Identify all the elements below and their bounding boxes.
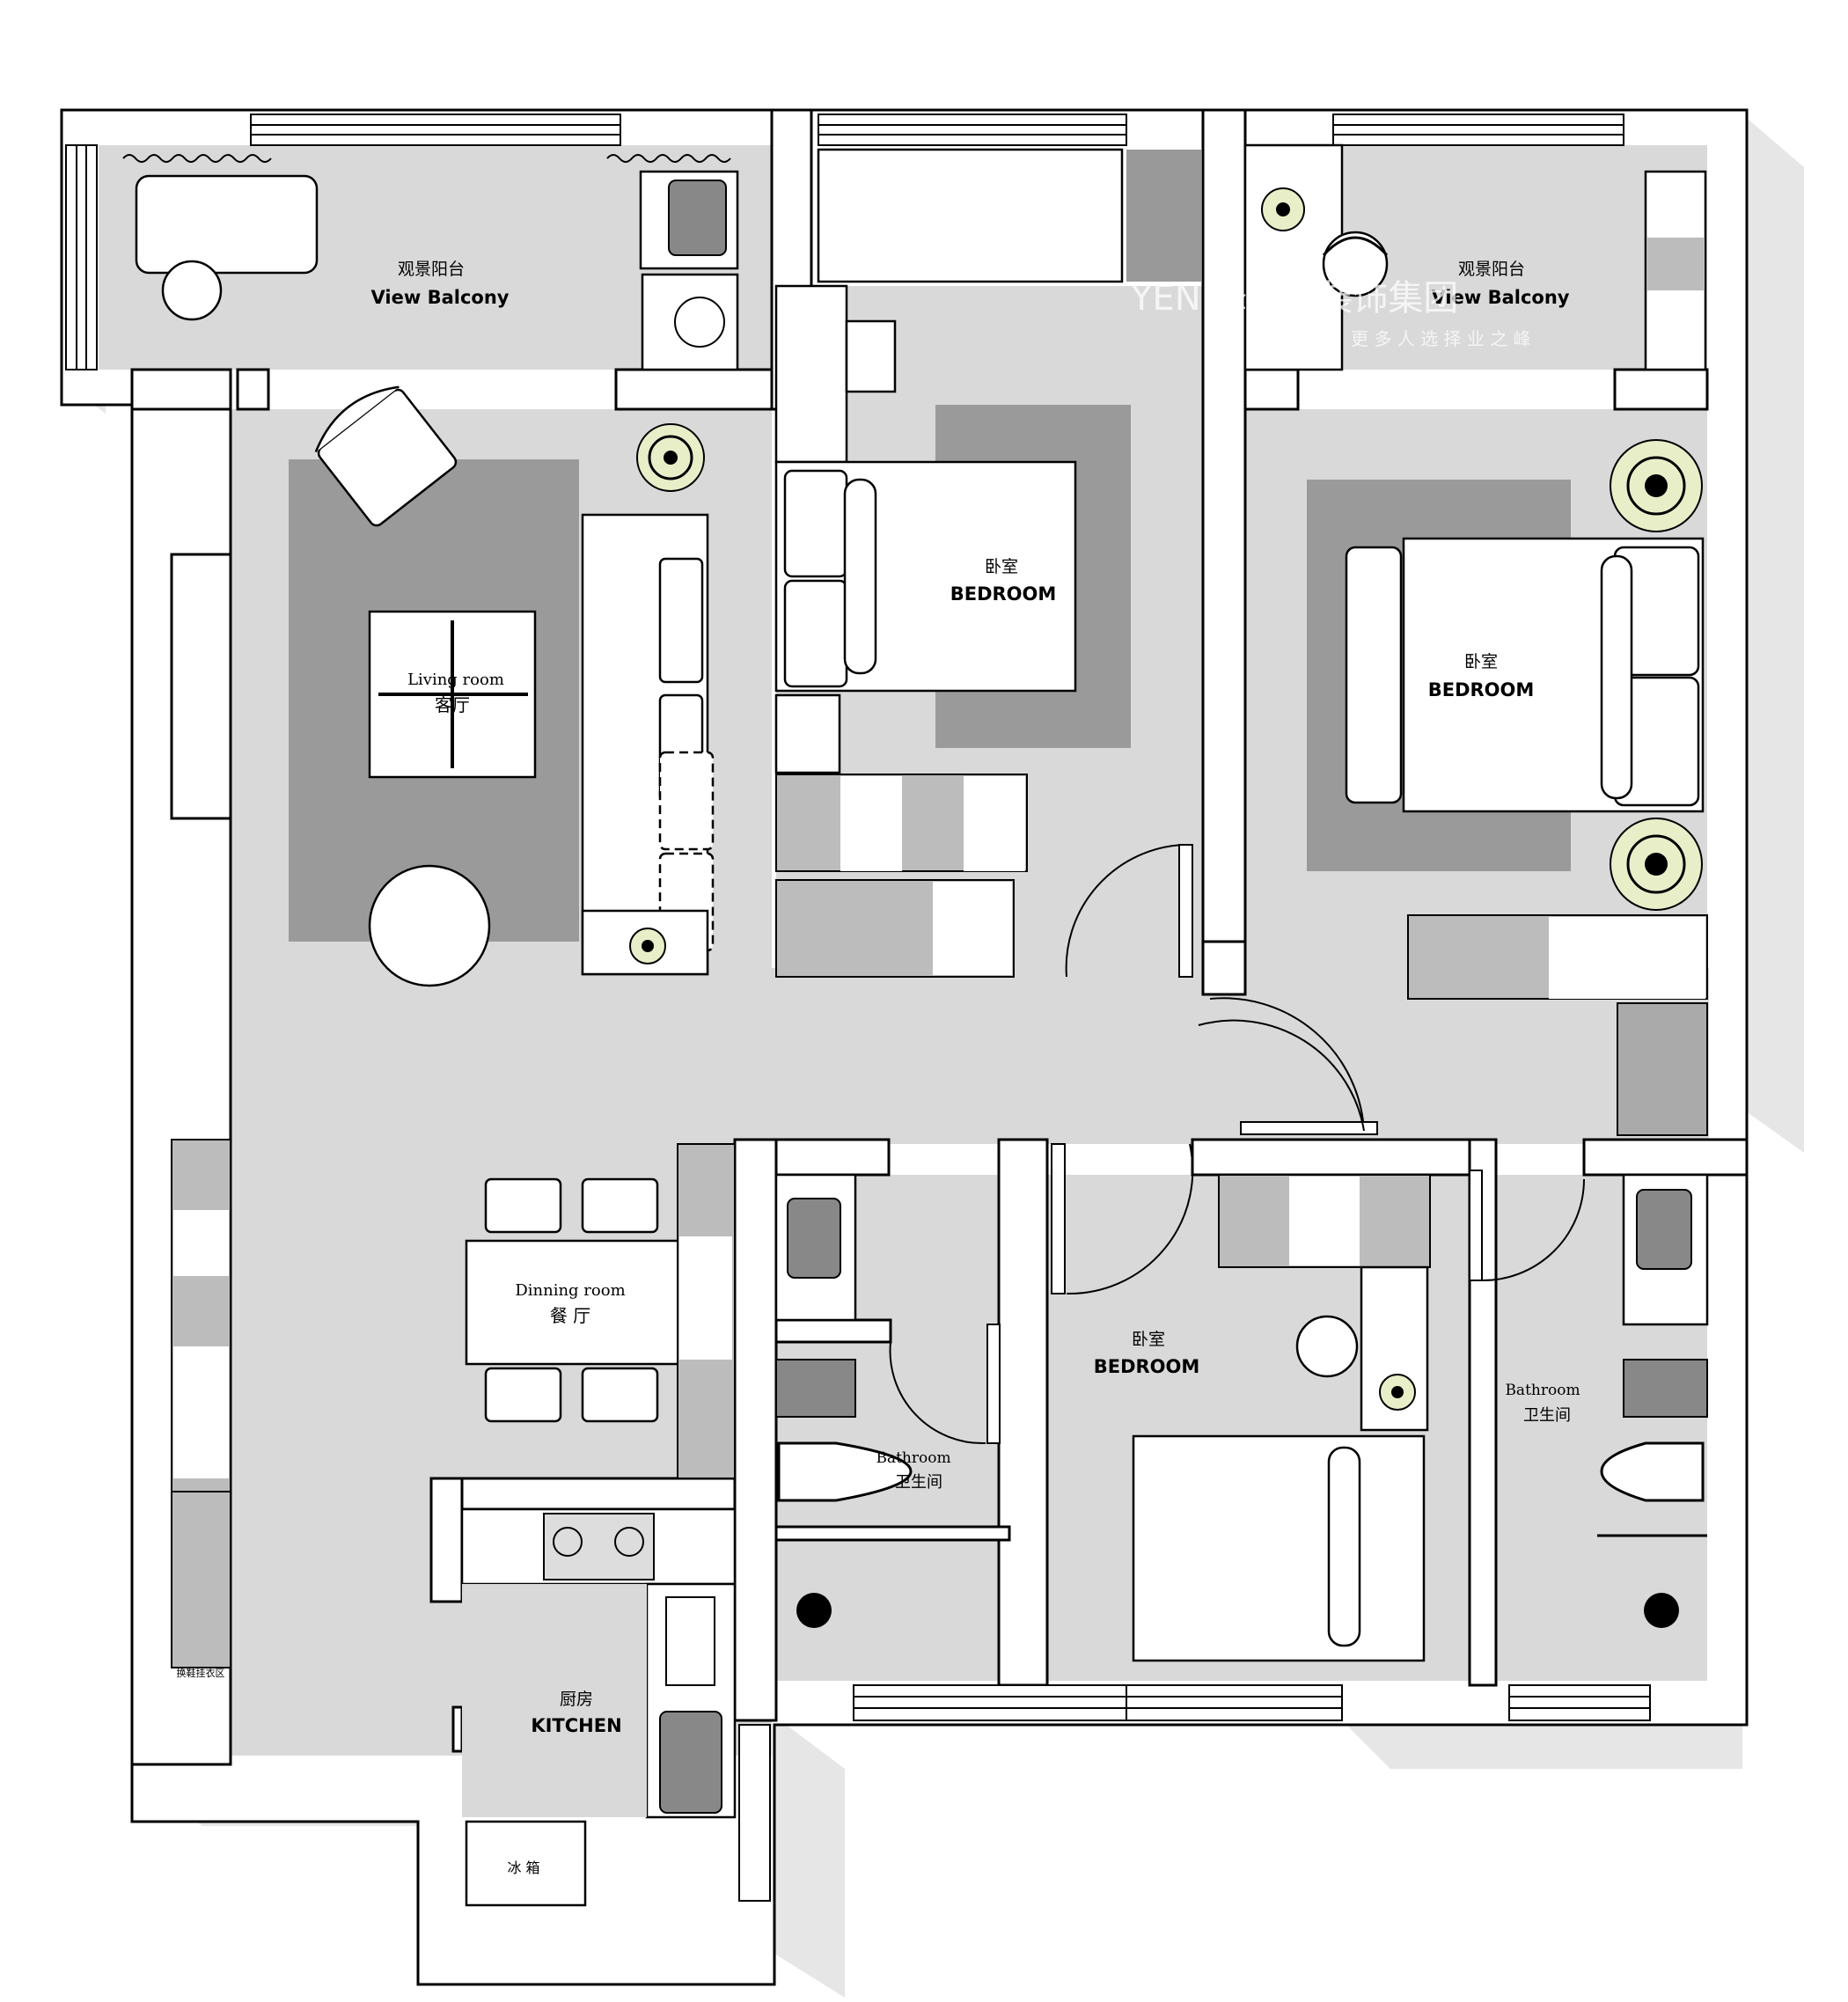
floor-lamp-b2: [1610, 818, 1703, 911]
bedroom-a-en: BEDROOM: [950, 583, 1057, 605]
balcony-right-en: View Balcony: [1432, 287, 1570, 308]
nightstand-a: [774, 693, 841, 774]
dining-en: Dinning room: [515, 1281, 625, 1300]
bath-left-en: Bathroom: [876, 1449, 950, 1467]
cooktop: [543, 1513, 655, 1580]
floor-drain-left: [796, 1593, 832, 1628]
round-ottoman: [368, 864, 491, 987]
bedroom-c-cn: 卧室: [1132, 1330, 1165, 1349]
chair-balcony-right: [1322, 231, 1389, 297]
bedroom-a-wardrobe-top: [817, 148, 1124, 283]
bath-left-cn: 卫生间: [895, 1473, 942, 1492]
floor-lamp-living: [636, 423, 705, 492]
bedroom-b-bench: [1345, 546, 1403, 804]
door-swing-b: [1209, 997, 1365, 1132]
watermark-line1: YEN 峰之峰装饰集团: [1130, 278, 1458, 319]
lamp-balcony-right: [1261, 187, 1305, 231]
bedroom-a: 卧室 BEDROOM: [774, 148, 1201, 978]
side-table: [161, 260, 223, 321]
bedroom-b-en: BEDROOM: [1428, 679, 1535, 700]
floor-lamp-b1: [1610, 439, 1703, 532]
kitchen-island: [462, 1584, 647, 1817]
table-lamp-sofa: [629, 928, 666, 964]
bedroom-c: 卧室 BEDROOM: [1051, 1143, 1431, 1662]
balcony-right: 观景阳台 View Balcony: [1243, 143, 1707, 371]
armchair: [314, 385, 458, 527]
bath-right-cn: 卫生间: [1523, 1406, 1571, 1425]
fridge-label: 冰 箱: [507, 1859, 539, 1876]
living-room: Living room 客厅: [289, 385, 715, 987]
wall-shadows: [70, 114, 1804, 1998]
toilet-left: [777, 1441, 913, 1502]
watermark-line2: 更 多 人 选 择 业 之 峰: [1351, 328, 1531, 349]
watermark: YEN 峰之峰装饰集团 更 多 人 选 择 业 之 峰: [1130, 278, 1531, 349]
kitchen: 厨房 KITCHEN 冰 箱: [460, 1507, 737, 1907]
toilet-right: [1600, 1441, 1705, 1502]
floor-drain-right: [1644, 1593, 1679, 1628]
bedroom-c-bed: [1132, 1434, 1426, 1662]
bath-right-en: Bathroom: [1505, 1382, 1580, 1399]
bedroom-b: 卧室 BEDROOM: [1209, 439, 1708, 1136]
basin-right: [1636, 1189, 1692, 1270]
entry-cabinets: 换鞋挂衣区: [171, 1139, 231, 1679]
sink-basin: [668, 180, 727, 256]
kitchen-en: KITCHEN: [531, 1715, 621, 1736]
dining-cn: 餐 厅: [550, 1305, 590, 1326]
curtain-left-2: [606, 154, 731, 163]
fridge: [465, 1820, 587, 1907]
bedroom-c-chair: [1295, 1315, 1359, 1378]
dining-room: Dinning room 餐 厅: [465, 1143, 736, 1479]
bedroom-c-en: BEDROOM: [1094, 1356, 1200, 1377]
windows: [65, 114, 1651, 1902]
curtain-left: [122, 154, 272, 163]
lounge-sofa: [135, 174, 319, 275]
bedroom-c-lamp: [1379, 1374, 1416, 1411]
desk: [774, 284, 848, 464]
bath-left: Bathroom 卫生间: [774, 1173, 1001, 1628]
basin-left: [787, 1198, 841, 1279]
bath-right: Bathroom 卫生间: [1469, 1170, 1709, 1628]
entry-door: [1198, 1019, 1365, 1132]
kitchen-cn: 厨房: [560, 1690, 593, 1709]
interior-walls: [130, 108, 1749, 1766]
balcony-left-en: View Balcony: [371, 287, 510, 308]
washing-machine-drum: [674, 297, 725, 348]
laundry-zone-label: 换鞋挂衣区: [177, 1667, 225, 1679]
balcony-left-cn: 观景阳台: [398, 260, 465, 279]
bedroom-b-cn: 卧室: [1464, 652, 1498, 671]
living-en: Living room: [407, 671, 504, 689]
door-swing-a: [1065, 844, 1184, 978]
bedroom-a-cn: 卧室: [985, 557, 1018, 576]
kitchen-sink: [659, 1711, 722, 1814]
dining-table: [465, 1239, 697, 1366]
balcony-right-cn: 观景阳台: [1458, 260, 1525, 279]
living-cn: 客厅: [435, 694, 470, 715]
desk-chair: [845, 319, 897, 393]
balcony-left: 观景阳台 View Balcony: [122, 154, 739, 371]
